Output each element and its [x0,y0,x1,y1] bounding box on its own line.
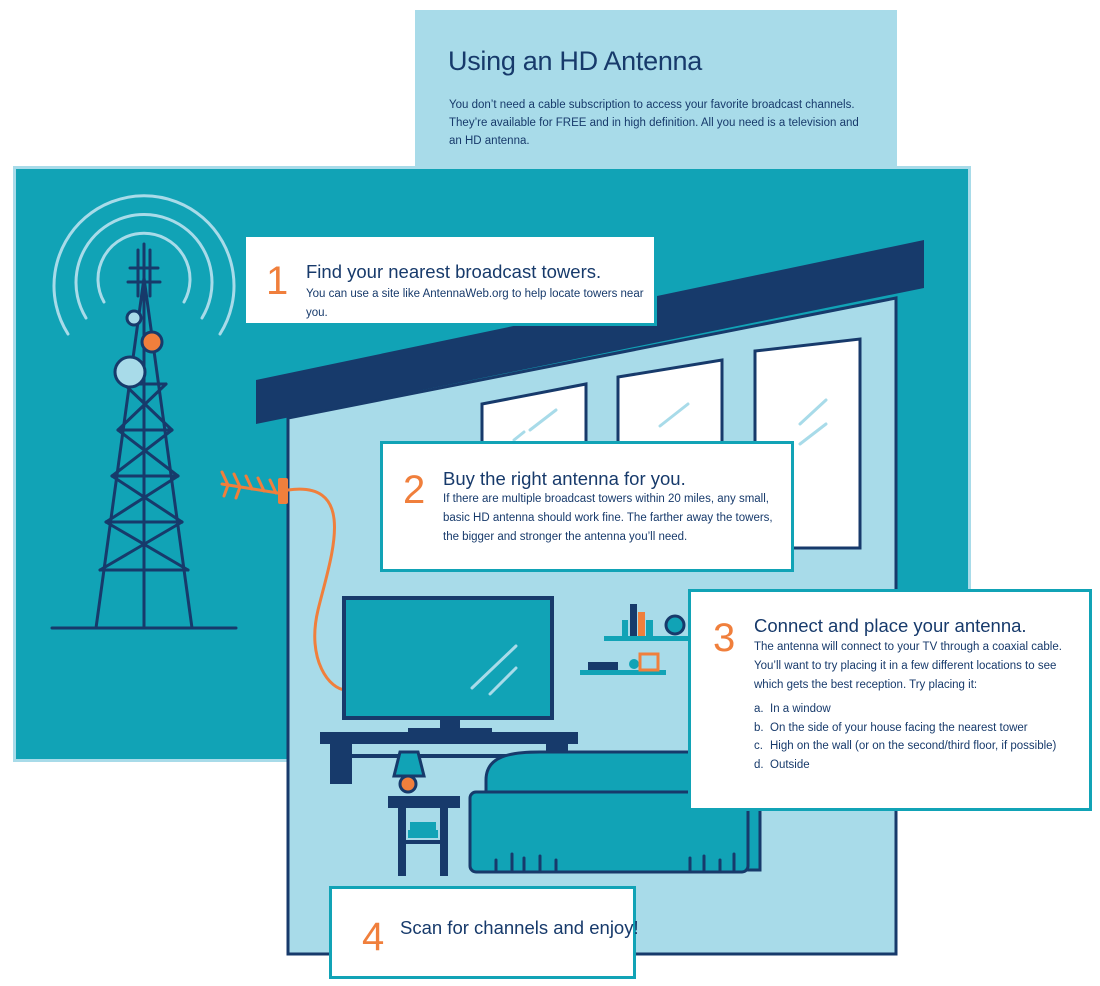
tv-icon [342,596,554,734]
list-item: d.Outside [754,758,810,771]
step-number-2: 2 [403,468,426,512]
step-desc-3: The antenna will connect to your TV thro… [754,641,1062,691]
step-title-1: Find your nearest broadcast towers. [306,261,602,282]
step-desc-2: If there are multiple broadcast towers w… [443,493,773,543]
window-glare [512,398,828,446]
step-card-4: 4 Scan for channels and enjoy! [329,886,639,979]
step-number-1: 1 [266,259,289,303]
page-title: Using an HD Antenna [448,46,702,76]
wall-plug [278,478,288,504]
header-panel: Using an HD Antenna You don’t need a cab… [415,10,897,170]
step-title-4: Scan for channels and enjoy! [400,917,639,938]
step-title-2: Buy the right antenna for you. [443,468,686,489]
intro-text: You don’t need a cable subscription to a… [449,99,859,147]
outdoor-antenna-icon [220,470,286,500]
list-item: c.High on the wall (or on the second/thi… [754,740,1057,752]
house-roof [256,240,924,424]
step-card-2: 2 Buy the right antenna for you. If ther… [380,441,794,572]
placement-list: a.In a window b.On the side of your hous… [754,700,1056,774]
step-card-1: 1 Find your nearest broadcast towers. Yo… [243,234,657,326]
step-title-3: Connect and place your antenna. [754,615,1027,636]
side-table [388,796,460,876]
step-card-3: 3 Connect and place your antenna. The an… [688,589,1092,811]
step-number-3: 3 [713,616,736,660]
lamp-icon [392,750,426,794]
list-item: a.In a window [754,703,831,715]
wall-shelves [580,604,690,675]
coaxial-cable [286,487,348,692]
broadcast-tower-icon [50,194,238,630]
list-item: b.On the side of your house facing the n… [754,721,1028,734]
step-number-4: 4 [362,915,385,959]
step-desc-1: You can use a site like AntennaWeb.org t… [306,288,644,319]
tv-stand [320,732,578,784]
